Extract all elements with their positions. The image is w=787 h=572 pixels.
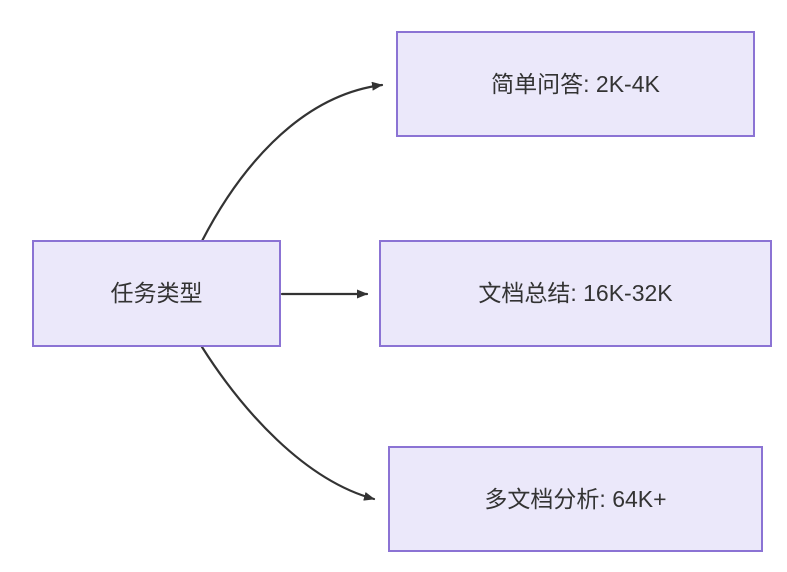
node-simple-qa-label: 简单问答: 2K-4K [491,70,660,97]
node-document-summary[interactable]: 文档总结: 16K-32K [379,240,772,347]
edge-root-to-simple-qa [200,81,384,243]
node-multi-document-analysis-label: 多文档分析: 64K+ [484,485,667,512]
edge-root-to-multi-doc [200,345,376,501]
node-document-summary-label: 文档总结: 16K-32K [478,280,673,307]
node-multi-document-analysis[interactable]: 多文档分析: 64K+ [388,446,763,552]
node-task-type-label: 任务类型 [110,280,203,307]
node-simple-qa[interactable]: 简单问答: 2K-4K [396,31,755,137]
node-task-type[interactable]: 任务类型 [32,240,281,347]
